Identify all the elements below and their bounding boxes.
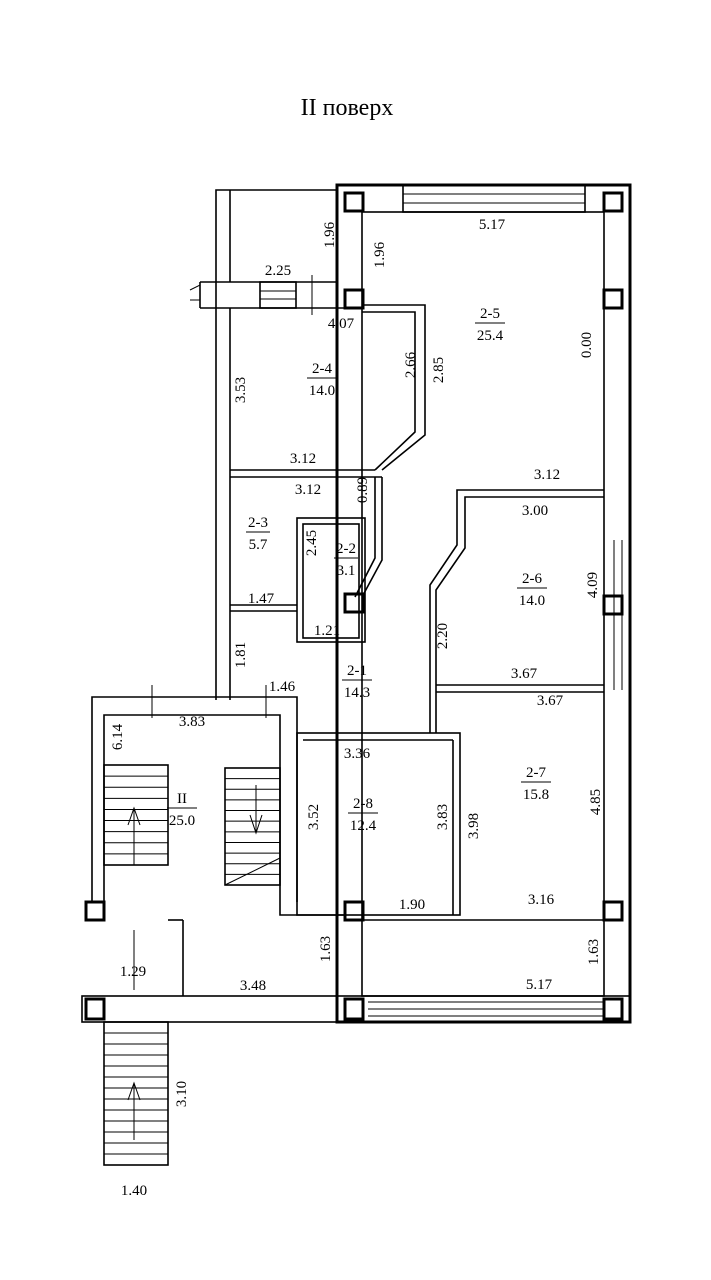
svg-text:14.0: 14.0 xyxy=(519,593,545,609)
svg-text:14.3: 14.3 xyxy=(344,685,370,701)
svg-text:2.25: 2.25 xyxy=(265,263,291,279)
svg-text:3.83: 3.83 xyxy=(179,714,205,730)
svg-text:6.14: 6.14 xyxy=(110,723,126,750)
svg-text:1.63: 1.63 xyxy=(586,939,602,965)
svg-text:2-7: 2-7 xyxy=(526,765,546,781)
svg-text:2-1: 2-1 xyxy=(347,663,367,679)
svg-text:3.12: 3.12 xyxy=(290,451,316,467)
svg-text:0.89: 0.89 xyxy=(355,477,371,503)
svg-text:1.47: 1.47 xyxy=(248,591,275,607)
svg-text:5.17: 5.17 xyxy=(479,217,506,233)
svg-text:4.85: 4.85 xyxy=(588,789,604,815)
svg-text:1.63: 1.63 xyxy=(318,936,334,962)
svg-text:1.81: 1.81 xyxy=(233,642,249,668)
svg-text:3.83: 3.83 xyxy=(435,804,451,830)
window-top xyxy=(402,184,586,213)
dimension-labels: 5.17 1.96 1.96 2.25 4.07 0.00 3.53 2.66 … xyxy=(110,217,604,1199)
svg-text:1.29: 1.29 xyxy=(120,964,146,980)
stair-flight-right xyxy=(224,767,281,886)
svg-text:3.10: 3.10 xyxy=(174,1081,190,1107)
arrow-down-icon xyxy=(249,785,263,835)
stair-flight-left xyxy=(103,764,169,866)
room-2-3: 2-35.7 xyxy=(246,515,270,553)
stairs xyxy=(103,685,281,1166)
svg-text:3.16: 3.16 xyxy=(528,892,555,908)
svg-text:4.07: 4.07 xyxy=(328,316,355,332)
room-2-8: 2-8 12.4 xyxy=(348,796,378,834)
svg-text:2-5: 2-5 xyxy=(480,306,500,322)
svg-text:3.48: 3.48 xyxy=(240,978,266,994)
svg-text:1.96: 1.96 xyxy=(372,241,388,268)
svg-text:3.53: 3.53 xyxy=(233,377,249,403)
svg-text:4.09: 4.09 xyxy=(585,572,601,598)
svg-text:3.12: 3.12 xyxy=(534,467,560,483)
svg-text:2.20: 2.20 xyxy=(435,623,451,649)
room-2-2: 2-23.1 xyxy=(334,541,358,579)
svg-text:2.66: 2.66 xyxy=(403,351,419,378)
arrow-up-icon xyxy=(127,1081,141,1140)
plan-title: II поверх xyxy=(301,95,394,121)
svg-text:2.85: 2.85 xyxy=(431,357,447,383)
svg-text:II: II xyxy=(177,791,187,807)
room-2-6: 2-6 14.0 xyxy=(517,571,547,609)
svg-text:5.7: 5.7 xyxy=(249,537,268,553)
room-II: II 25.0 xyxy=(167,791,197,829)
room-labels: 2-114.3 2-23.1 2-35.7 2-414.0 2-525.4 2-… xyxy=(167,306,551,834)
svg-text:2-2: 2-2 xyxy=(336,541,356,557)
svg-text:2-4: 2-4 xyxy=(312,361,332,377)
stair-flight-outside xyxy=(103,1021,169,1166)
svg-text:12.4: 12.4 xyxy=(350,818,377,834)
svg-text:3.1: 3.1 xyxy=(337,563,356,579)
columns xyxy=(84,191,624,1021)
svg-text:0.00: 0.00 xyxy=(579,332,595,358)
svg-text:1.40: 1.40 xyxy=(121,1183,147,1199)
room-2-4: 2-4 14.0 xyxy=(307,361,337,399)
svg-text:3.12: 3.12 xyxy=(295,482,321,498)
svg-text:1.21: 1.21 xyxy=(314,623,340,639)
svg-text:15.8: 15.8 xyxy=(523,787,549,803)
stair-break-line xyxy=(224,857,281,886)
svg-text:2.45: 2.45 xyxy=(304,530,320,556)
svg-text:3.98: 3.98 xyxy=(466,813,482,839)
svg-text:2-6: 2-6 xyxy=(522,571,542,587)
arrow-up-icon xyxy=(127,806,141,865)
svg-text:3.52: 3.52 xyxy=(306,804,322,830)
svg-text:3.67: 3.67 xyxy=(537,693,564,709)
svg-text:25.4: 25.4 xyxy=(477,328,504,344)
svg-text:3.67: 3.67 xyxy=(511,666,538,682)
window-corridor xyxy=(259,281,297,309)
svg-text:1.90: 1.90 xyxy=(399,897,425,913)
svg-text:2-8: 2-8 xyxy=(353,796,373,812)
svg-text:1.96: 1.96 xyxy=(322,221,338,248)
svg-text:5.17: 5.17 xyxy=(526,977,553,993)
svg-text:2-3: 2-3 xyxy=(248,515,268,531)
room-2-7: 2-7 15.8 xyxy=(521,765,551,803)
svg-text:1.46: 1.46 xyxy=(269,679,296,695)
svg-text:3.00: 3.00 xyxy=(522,503,548,519)
svg-text:25.0: 25.0 xyxy=(169,813,195,829)
svg-text:3.36: 3.36 xyxy=(344,746,371,762)
svg-text:14.0: 14.0 xyxy=(309,383,335,399)
room-2-1: 2-1 14.3 xyxy=(342,663,372,701)
room-2-5: 2-5 25.4 xyxy=(475,306,505,344)
